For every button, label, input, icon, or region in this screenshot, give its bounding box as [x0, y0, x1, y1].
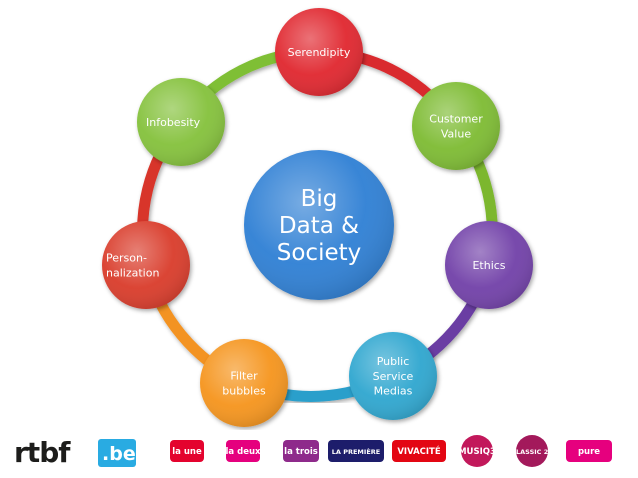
filter-bubbles-highlight [200, 339, 288, 427]
public-service-medias-highlight [349, 332, 437, 420]
rtbf-tld-badge [98, 439, 136, 467]
ethics-node: Ethics [445, 221, 533, 309]
la-deux-logo[interactable]: la deux [226, 440, 262, 462]
center-circle-highlight [244, 150, 394, 300]
la-une-logo[interactable]: la une [170, 440, 204, 462]
customer-value-highlight [412, 82, 500, 170]
vivacite-logo-text: VIVACITÉ [397, 445, 441, 457]
classic21-logo-badge [516, 435, 548, 467]
musiq3-logo[interactable]: MUSIQ3 [458, 435, 496, 467]
public-service-medias-label: Service [373, 370, 414, 383]
la-trois-logo[interactable]: la trois [283, 440, 319, 462]
la-premiere-logo[interactable]: LA PREMIÈRE [328, 440, 384, 462]
serendipity-label: Serendipity [288, 46, 351, 59]
musiq3-logo-text: MUSIQ3 [458, 447, 496, 457]
pure-logo-text: pure [578, 447, 600, 457]
center-label-line: Big [301, 186, 338, 212]
personalization-node: Person-nalization [102, 221, 190, 309]
classic21-logo[interactable]: CLASSIC 21 [511, 435, 553, 467]
center-label-line: Society [277, 240, 362, 266]
public-service-medias-label: Public [377, 355, 410, 368]
la-trois-logo-text: la trois [284, 447, 318, 457]
pure-logo[interactable]: pure [566, 440, 612, 462]
ethics-label: Ethics [472, 259, 505, 272]
ethics-highlight [445, 221, 533, 309]
personalization-label: Person- [106, 251, 147, 264]
filter-bubbles-label: bubbles [222, 384, 266, 397]
infobesity-label: Infobesity [146, 116, 201, 129]
musiq3-logo-badge [461, 435, 493, 467]
vivacite-logo[interactable]: VIVACITÉ [392, 440, 446, 462]
la-deux-logo-text: la deux [226, 447, 262, 457]
ring-nodes: SerendipityCustomerValueEthicsPublicServ… [102, 8, 533, 427]
personalization-label: nalization [106, 266, 159, 279]
la-une-logo-text: la une [172, 447, 202, 457]
la-deux-logo-badge [226, 440, 260, 462]
customer-value-label: Customer [429, 112, 483, 125]
rtbf-brand-logo[interactable]: rtbf .be [14, 436, 136, 469]
filter-bubbles-label: Filter [230, 369, 258, 382]
filter-bubbles-node: Filter bubbles [200, 339, 288, 427]
classic21-logo-text: CLASSIC 21 [511, 448, 553, 456]
vivacite-logo-badge [392, 440, 446, 462]
center-label-line: Data & [279, 213, 359, 239]
public-service-medias-label: Medias [374, 385, 413, 398]
personalization-highlight [102, 221, 190, 309]
infobesity-node: Infobesity [137, 78, 225, 166]
rtbf-brand-text: rtbf [14, 436, 71, 469]
rtbf-tld-text: .be [102, 443, 136, 465]
la-une-logo-badge [170, 440, 204, 462]
channel-logos: la une la deux la trois LA PREMIÈRE VIVACITÉ… [170, 435, 612, 467]
pure-logo-badge [566, 440, 612, 462]
la-premiere-logo-badge [328, 440, 384, 462]
infobesity-highlight [137, 78, 225, 166]
la-trois-logo-badge [283, 440, 319, 462]
la-premiere-logo-text: LA PREMIÈRE [332, 447, 380, 456]
serendipity-node: Serendipity [275, 8, 363, 96]
footer-logo-strip: rtbf .be la une la deux la trois LA PREMIÈR… [14, 435, 612, 469]
customer-value-label: Value [441, 127, 471, 140]
serendipity-highlight [275, 8, 363, 96]
